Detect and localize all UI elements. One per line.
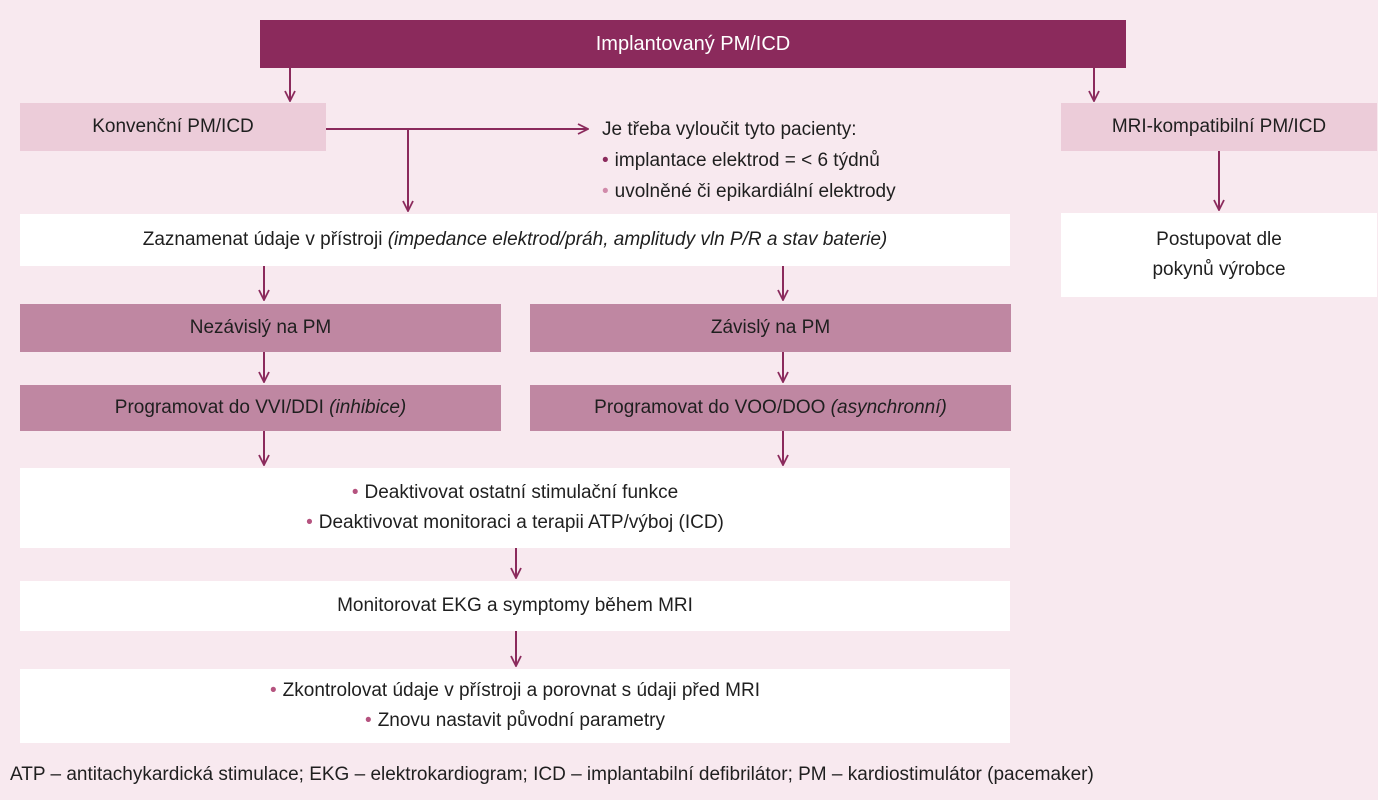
record-device-data-text: Zaznamenat údaje v přístroji (impedance … <box>142 229 888 250</box>
pm-independent-label: Nezávislý na PM <box>189 317 332 338</box>
deactivate-item: •Deaktivovat monitoraci a terapii ATP/vý… <box>306 512 724 533</box>
pm-independent-box: Nezávislý na PM <box>20 304 501 352</box>
abbreviations-footnote: ATP – antitachykardická stimulace; EKG –… <box>10 764 1094 785</box>
exclusion-item: •implantace elektrod = < 6 týdnů <box>602 150 880 171</box>
bullet-icon: • <box>602 181 609 202</box>
monitor-ecg-box: Monitorovat EKG a symptomy během MRI <box>20 581 1010 631</box>
bullet-icon: • <box>351 482 359 503</box>
manufacturer-line: pokynů výrobce <box>1152 259 1286 280</box>
monitor-ecg-label: Monitorovat EKG a symptomy během MRI <box>337 595 693 616</box>
record-device-data-box: Zaznamenat údaje v přístroji (impedance … <box>20 214 1010 266</box>
bullet-icon: • <box>365 710 372 731</box>
check-device-data-box: •Zkontrolovat údaje v přístroji a porovn… <box>20 669 1010 743</box>
check-item: •Znovu nastavit původní parametry <box>365 710 665 731</box>
bullet-icon: • <box>602 150 609 171</box>
bullet-icon: • <box>270 680 277 701</box>
program-voo-box: Programovat do VOO/DOO (asynchronní) <box>530 385 1011 431</box>
exclusion-item: •uvolněné či epikardiální elektrody <box>602 181 896 202</box>
exclusion-title: Je třeba vyloučit tyto pacienty: <box>602 119 857 140</box>
pm-dependent-box: Závislý na PM <box>530 304 1011 352</box>
implanted-device-label: Implantovaný PM/ICD <box>595 33 791 55</box>
program-vvi-box: Programovat do VVI/DDI (inhibice) <box>20 385 501 431</box>
deactivate-functions-box: •Deaktivovat ostatní stimulační funkce •… <box>20 468 1010 548</box>
mri-compatible-device-box: MRI-kompatibilní PM/ICD <box>1061 103 1377 151</box>
conventional-device-box: Konvenční PM/ICD <box>20 103 326 151</box>
bullet-icon: • <box>306 512 313 533</box>
program-vvi-text: Programovat do VVI/DDI (inhibice) <box>114 397 407 418</box>
exclusion-note: Je třeba vyloučit tyto pacienty: •implan… <box>602 114 896 207</box>
manufacturer-line: Postupovat dle <box>1156 229 1282 250</box>
manufacturer-instructions-box: Postupovat dle pokynů výrobce <box>1061 213 1377 297</box>
program-voo-text: Programovat do VOO/DOO (asynchronní) <box>594 397 947 418</box>
pm-dependent-label: Závislý na PM <box>710 317 831 338</box>
implanted-device-box: Implantovaný PM/ICD <box>260 20 1126 68</box>
deactivate-item: •Deaktivovat ostatní stimulační funkce <box>351 482 679 503</box>
conventional-device-label: Konvenční PM/ICD <box>92 116 254 137</box>
mri-compatible-device-label: MRI-kompatibilní PM/ICD <box>1111 116 1327 137</box>
check-item: •Zkontrolovat údaje v přístroji a porovn… <box>270 680 760 701</box>
